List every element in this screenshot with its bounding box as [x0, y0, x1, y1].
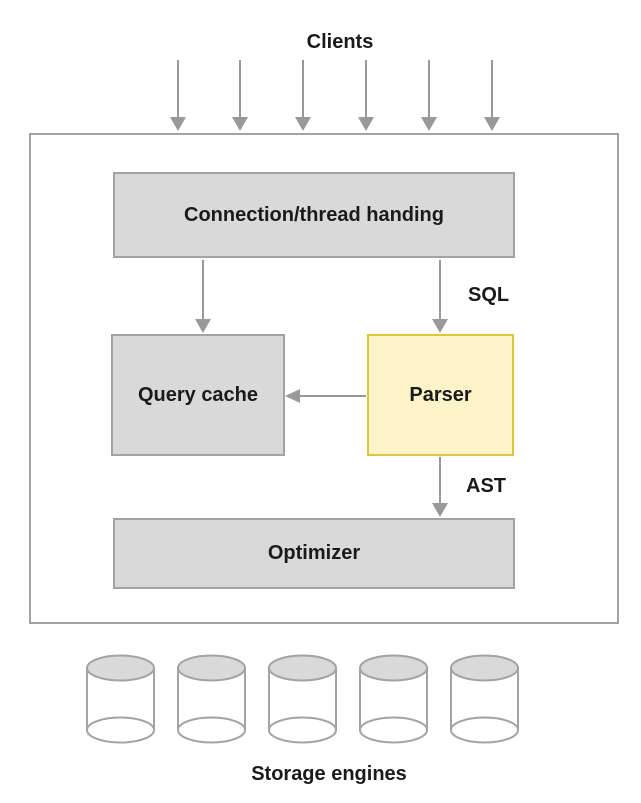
query-cache-box: Query cache: [111, 334, 285, 456]
storage-cylinder-icon: [450, 654, 519, 744]
query-cache-label: Query cache: [137, 383, 259, 406]
ast-edge-label: AST: [466, 475, 506, 497]
parser-label: Parser: [409, 383, 472, 406]
storage-engines-label: Storage engines: [251, 763, 407, 785]
client-arrow-4: [358, 60, 374, 131]
optimizer-box: Optimizer: [113, 518, 515, 589]
client-arrow-1: [170, 60, 186, 131]
parser-box: Parser: [367, 334, 514, 456]
sql-edge-label: SQL: [468, 284, 510, 306]
client-arrow-5: [421, 60, 437, 131]
optimizer-label: Optimizer: [267, 542, 361, 564]
connection-thread-handling-label: Connection/thread handing: [184, 203, 444, 226]
client-arrow-2: [232, 60, 248, 131]
clients-label: Clients: [306, 31, 374, 53]
storage-cylinder-icon: [359, 654, 428, 744]
client-arrow-3: [295, 60, 311, 131]
storage-cylinder-icon: [177, 654, 246, 744]
client-arrow-6: [484, 60, 500, 131]
connection-thread-handling-box: Connection/thread handing: [113, 172, 515, 258]
storage-cylinder-icon: [86, 654, 155, 744]
storage-cylinder-icon: [268, 654, 337, 744]
